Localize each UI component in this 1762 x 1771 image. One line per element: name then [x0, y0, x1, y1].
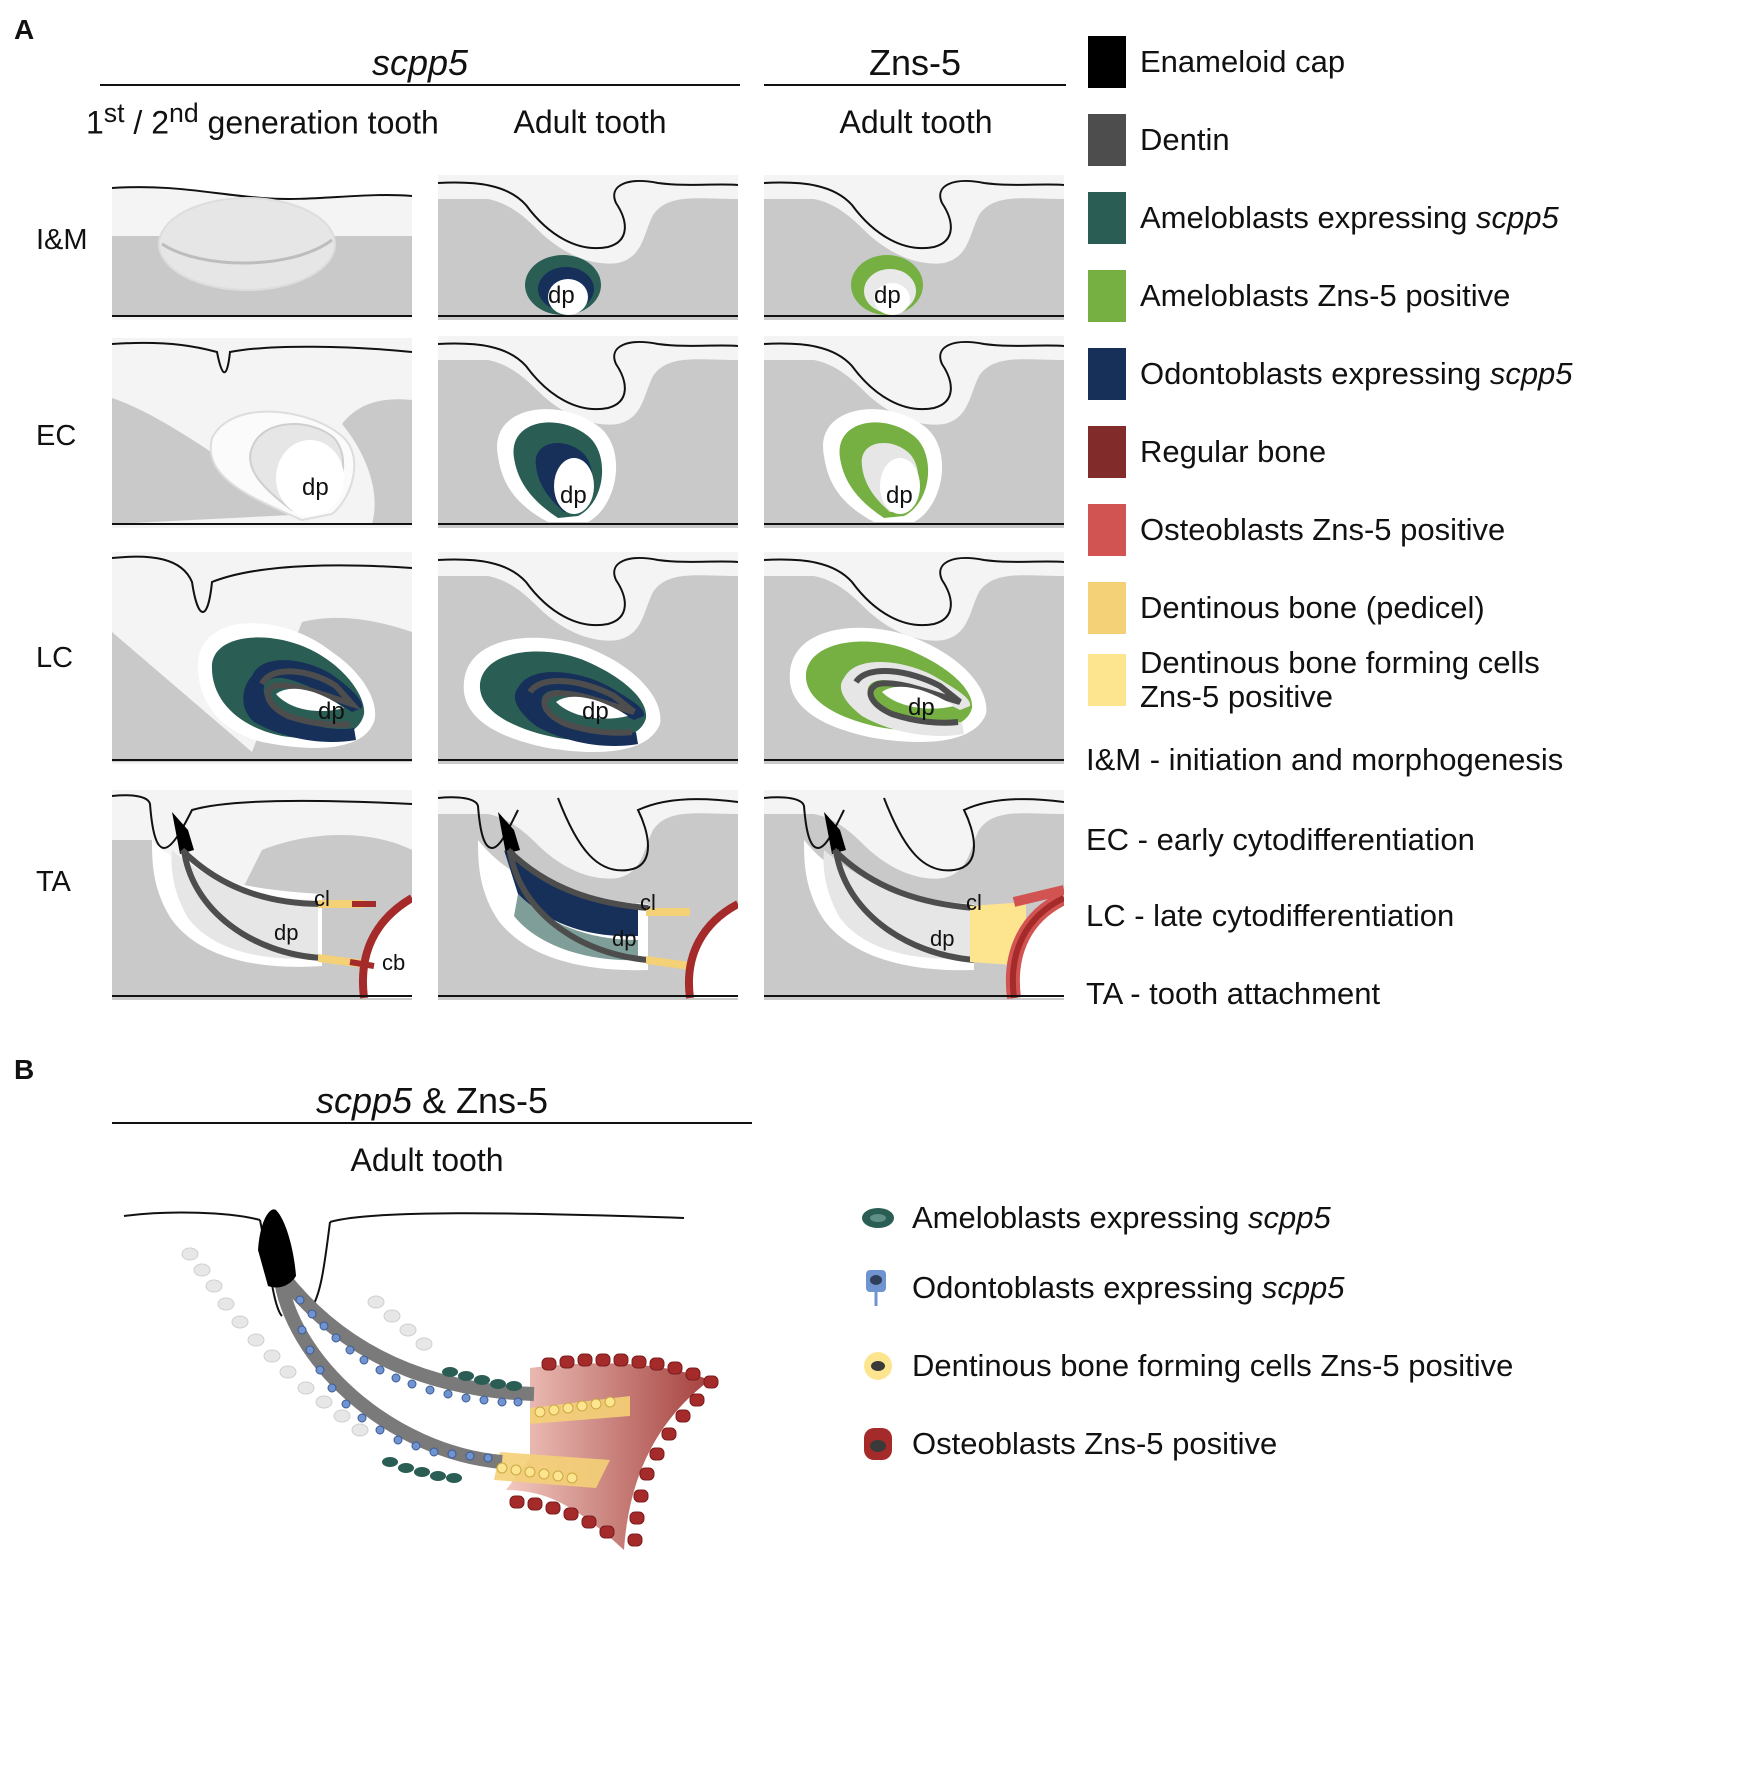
row-label-ta: TA	[36, 866, 71, 898]
row-label-im: I&M	[36, 224, 88, 256]
label-dp-ec-generation: dp	[302, 474, 329, 501]
column-label-adult-scpp5: Adult tooth	[513, 104, 667, 140]
cell-ec-adult-zns5	[764, 336, 1064, 528]
dentinous-bone-cell-icon	[864, 1352, 892, 1380]
ameloblast-icon	[862, 1208, 894, 1228]
legend-b-ameloblasts: Ameloblasts expressing scpp5	[858, 1198, 1331, 1238]
label-dp-ec-scpp5: dp	[560, 482, 587, 509]
group-underline-zns5	[764, 84, 1066, 86]
swatch-icon	[1088, 504, 1126, 556]
panel-b-tooth-diagram	[123, 1209, 719, 1550]
abbr-lc: LC - late cytodifferentiation	[1086, 898, 1455, 933]
label-dp-lc-generation: dp	[318, 698, 345, 725]
group-header-zns5: Zns-5	[868, 42, 962, 83]
swatch-icon	[1088, 582, 1126, 634]
label-dp-ta-zns5: dp	[930, 926, 955, 951]
swatch-icon	[1088, 348, 1126, 400]
legend-odontoblasts-scpp5: Odontoblasts expressing scpp5	[1088, 348, 1573, 400]
group-header-scpp5: scpp5	[371, 42, 469, 83]
column-label-generation: 1st / 2nd generation tooth	[86, 98, 439, 141]
swatch-icon	[1088, 114, 1126, 166]
row-label-ec: EC	[36, 420, 77, 452]
panel-b-underline	[112, 1122, 752, 1124]
cell-im-adult-scpp5	[438, 175, 738, 320]
legend-osteoblasts-zns5: Osteoblasts Zns-5 positive	[1088, 504, 1505, 556]
legend-enameloid-cap: Enameloid cap	[1088, 36, 1345, 88]
cell-ec-adult-scpp5	[438, 336, 738, 528]
swatch-icon	[1088, 36, 1126, 88]
legend-b-odontoblasts: Odontoblasts expressing scpp5	[858, 1268, 1345, 1308]
cell-lc-adult-zns5	[764, 552, 1064, 764]
cell-ta-adult-zns5	[764, 790, 1064, 1000]
osteoblast-icon	[864, 1428, 892, 1460]
label-cl-ta-scpp5: cl	[640, 890, 656, 915]
panel-b-subtitle: Adult tooth	[350, 1142, 504, 1178]
legend-b-osteoblasts: Osteoblasts Zns-5 positive	[858, 1424, 1277, 1464]
label-dp-im-scpp5: dp	[548, 282, 575, 309]
label-cb-ta-generation: cb	[382, 950, 406, 975]
cell-ec-generation	[112, 338, 412, 528]
label-dp-ec-zns5: dp	[886, 482, 913, 509]
cell-lc-generation	[112, 552, 412, 764]
label-dp-lc-scpp5: dp	[582, 698, 609, 725]
swatch-icon	[1088, 426, 1126, 478]
abbr-im: I&M - initiation and morphogenesis	[1086, 742, 1564, 777]
panel-a-letter: A	[14, 14, 35, 45]
legend-regular-bone: Regular bone	[1088, 426, 1326, 478]
label-dp-ta-scpp5: dp	[612, 926, 637, 951]
legend-b-dentinous-bone-cells: Dentinous bone forming cells Zns-5 posit…	[858, 1346, 1513, 1386]
swatch-icon	[1088, 192, 1126, 244]
cell-im-adult-zns5	[764, 175, 1064, 320]
panel-b-title: scpp5 & Zns-5	[315, 1080, 549, 1121]
column-label-adult-zns5: Adult tooth	[839, 104, 993, 140]
legend-dentin: Dentin	[1088, 114, 1230, 166]
abbr-ta: TA - tooth attachment	[1086, 976, 1381, 1011]
label-dp-lc-zns5: dp	[908, 694, 935, 721]
legend-ameloblasts-scpp5: Ameloblasts expressing scpp5	[1088, 192, 1559, 244]
swatch-icon	[1088, 654, 1126, 706]
label-cl-ta-generation: cl	[314, 886, 330, 911]
odontoblast-icon	[866, 1270, 886, 1306]
panel-b-letter: B	[14, 1054, 35, 1085]
swatch-icon	[1088, 270, 1126, 322]
cell-im-generation	[112, 186, 412, 320]
label-cl-ta-zns5: cl	[966, 890, 982, 915]
abbr-ec: EC - early cytodifferentiation	[1086, 822, 1475, 857]
label-dp-ta-generation: dp	[274, 920, 299, 945]
legend-ameloblasts-zns5: Ameloblasts Zns-5 positive	[1088, 270, 1510, 322]
cell-lc-adult-scpp5	[438, 552, 738, 764]
legend-dentinous-bone: Dentinous bone (pedicel)	[1088, 582, 1485, 634]
label-dp-im-zns5: dp	[874, 282, 901, 309]
row-label-lc: LC	[36, 642, 74, 674]
group-underline-scpp5	[100, 84, 740, 86]
cell-ta-adult-scpp5	[438, 790, 738, 1000]
cell-ta-generation	[112, 790, 412, 1000]
